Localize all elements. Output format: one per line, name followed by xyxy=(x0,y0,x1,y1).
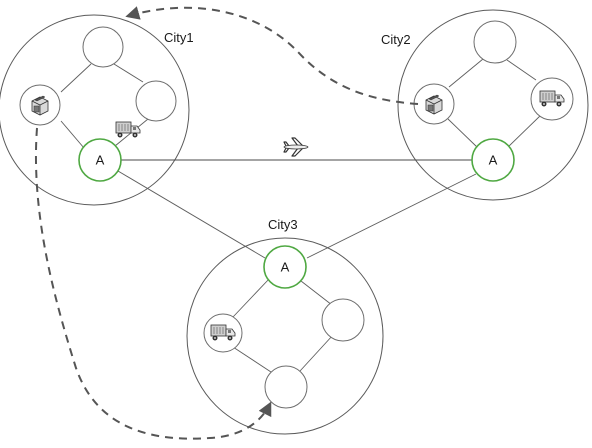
edge xyxy=(447,118,479,149)
edge xyxy=(60,63,92,93)
city2-node-top xyxy=(473,20,517,64)
city2-edges xyxy=(447,58,542,149)
city3-airport-node xyxy=(263,245,307,289)
dashed-path-city1-to-city3 xyxy=(34,127,272,440)
city3-node-right xyxy=(321,298,365,342)
dashed-path-city2-to-city1 xyxy=(125,6,419,105)
city2-boundary xyxy=(397,9,589,201)
city1-boundary xyxy=(0,14,190,206)
city1-airport-label: A xyxy=(96,153,105,168)
edge xyxy=(299,334,334,372)
city2-label: City2 xyxy=(381,32,411,47)
city3-airport-label: A xyxy=(281,260,290,275)
city3-edges xyxy=(232,278,334,373)
edge xyxy=(300,280,333,306)
city2-airport-label: A xyxy=(489,153,498,168)
edge xyxy=(506,59,537,81)
edge xyxy=(507,114,542,148)
city3-boundary xyxy=(186,237,384,435)
city1-node-top xyxy=(82,26,124,68)
city1-label: City1 xyxy=(164,30,194,45)
airplane-icon xyxy=(283,137,309,157)
edge xyxy=(448,58,484,88)
city3-label: City3 xyxy=(268,217,298,232)
city1-edges xyxy=(60,63,149,149)
route-city1-city3 xyxy=(117,170,266,259)
edge xyxy=(113,63,144,83)
city1-airport-node xyxy=(78,138,122,182)
city1-node-right xyxy=(135,80,177,122)
edge xyxy=(232,346,272,373)
edge xyxy=(232,278,270,318)
edge xyxy=(60,120,85,149)
city3-node-bottom xyxy=(264,365,308,409)
route-city2-city3 xyxy=(306,173,477,259)
city2-airport-node xyxy=(471,138,515,182)
